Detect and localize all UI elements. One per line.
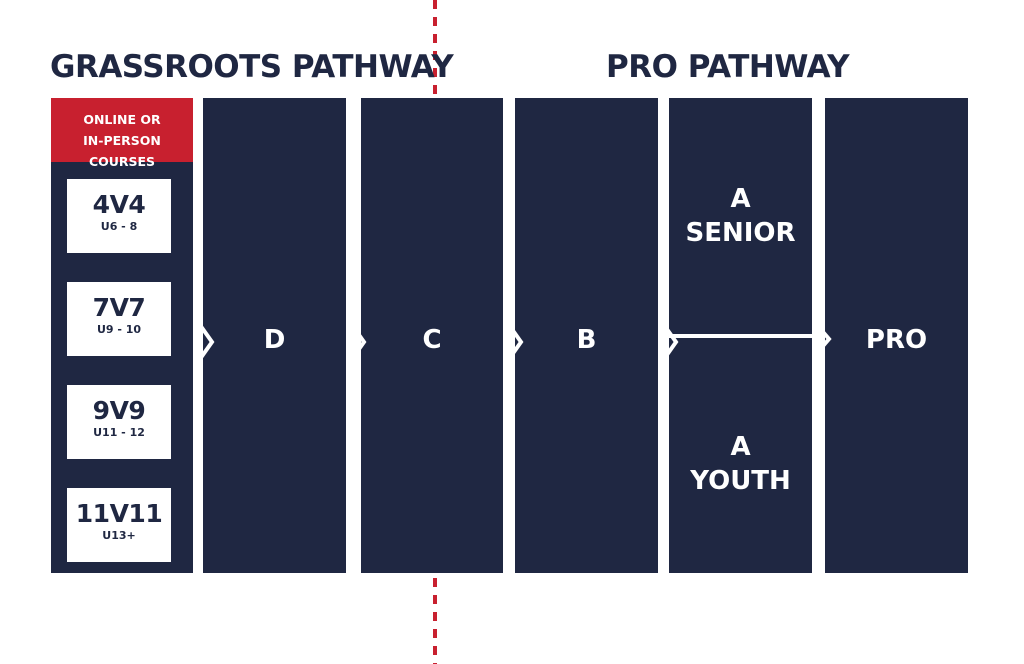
format-box-7v7: 7V7 U9 - 10 <box>67 282 171 356</box>
format-box-4v4: 4V4 U6 - 8 <box>67 179 171 253</box>
format-ages: U11 - 12 <box>93 426 145 439</box>
format-box-11v11: 11V11 U13+ <box>67 488 171 562</box>
format-ages: U6 - 8 <box>100 220 138 233</box>
level-a-senior-label: A SENIOR <box>669 182 812 250</box>
format-name: 11V11 <box>75 499 163 528</box>
format-ages: U13+ <box>102 529 136 542</box>
level-pro-column: PRO <box>825 98 968 573</box>
level-a-senior-block: A SENIOR <box>669 98 812 334</box>
level-c-column: C <box>361 98 503 573</box>
pro-pathway-title: PRO PATHWAY <box>606 49 850 85</box>
level-a-youth-label: A YOUTH <box>669 430 812 498</box>
courses-header-badge: ONLINE OR IN-PERSON COURSES <box>51 98 193 169</box>
level-c-label: C <box>422 325 442 355</box>
format-name: 7V7 <box>92 293 146 322</box>
level-d-label: D <box>263 325 286 355</box>
level-pro-label: PRO <box>865 325 928 355</box>
level-a-youth-line2: YOUTH <box>690 466 791 496</box>
courses-header-line2: IN-PERSON COURSES <box>83 133 161 169</box>
level-a-youth-block: A YOUTH <box>669 338 812 573</box>
level-d-column: D <box>203 98 346 573</box>
level-a-senior-line2: SENIOR <box>685 218 796 248</box>
format-ages: U9 - 10 <box>96 323 142 336</box>
level-b-label: B <box>576 325 597 355</box>
format-box-9v9: 9V9 U11 - 12 <box>67 385 171 459</box>
level-a-senior-line1: A <box>730 184 751 214</box>
format-name: 4V4 <box>92 190 146 219</box>
level-b-column: B <box>515 98 658 573</box>
grassroots-column: ONLINE OR IN-PERSON COURSES 4V4 U6 - 8 7… <box>51 98 193 573</box>
format-name: 9V9 <box>92 396 146 425</box>
courses-header-line1: ONLINE OR <box>83 112 161 127</box>
level-a-column: A SENIOR A YOUTH <box>669 98 812 573</box>
level-a-youth-line1: A <box>730 432 751 462</box>
grassroots-pathway-title: GRASSROOTS PATHWAY <box>50 49 454 85</box>
